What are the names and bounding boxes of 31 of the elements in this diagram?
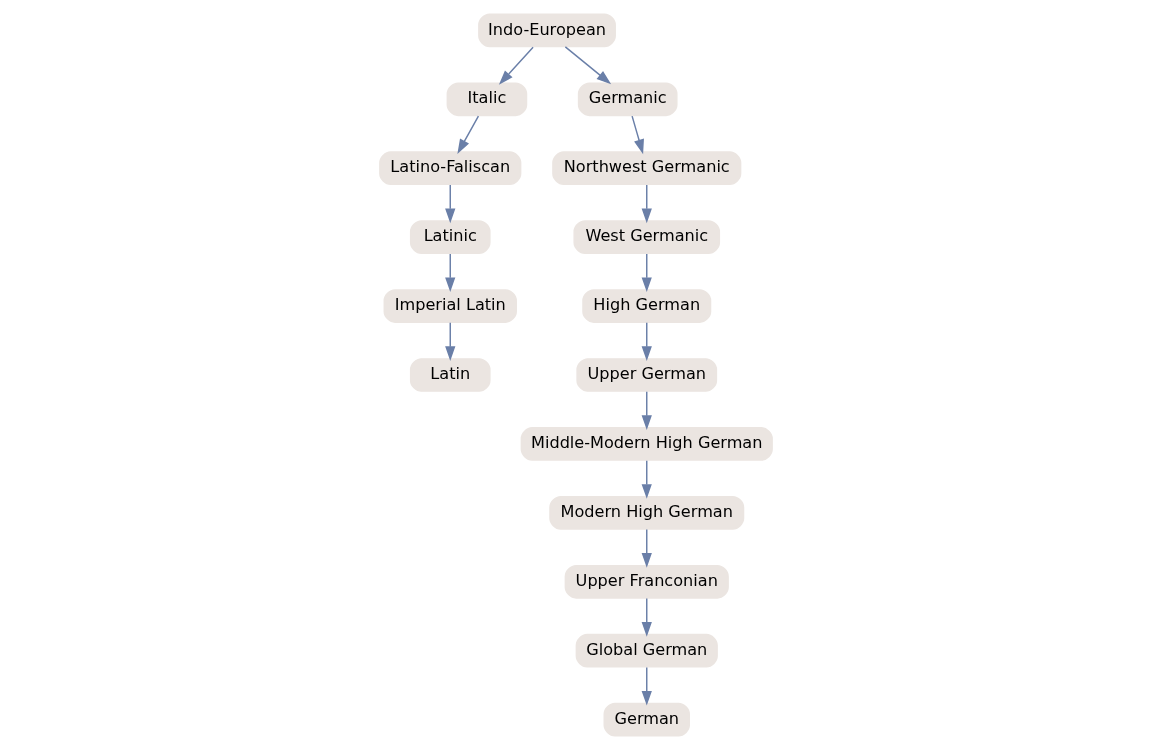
node-box: Upper German bbox=[576, 358, 718, 392]
node-box: Latin bbox=[409, 358, 491, 392]
node-box: Modern High German bbox=[549, 495, 745, 530]
node-box: German bbox=[603, 702, 690, 737]
node-box: High German bbox=[582, 289, 712, 323]
arrow bbox=[445, 322, 456, 361]
arrow bbox=[641, 322, 652, 361]
arrow bbox=[498, 46, 534, 85]
arrow bbox=[641, 459, 652, 499]
node-box: West Germanic bbox=[573, 220, 721, 255]
node-box: Upper Franconian bbox=[564, 564, 729, 599]
arrow bbox=[564, 46, 612, 85]
arrow bbox=[641, 666, 652, 706]
arrow bbox=[631, 115, 644, 155]
node-box: Germanic bbox=[577, 82, 678, 117]
node-box: Global German bbox=[575, 633, 718, 668]
node-box: Indo-European bbox=[478, 13, 616, 48]
node-box: Latino-Faliscan bbox=[379, 151, 522, 186]
node-box: Middle-Modern High German bbox=[520, 427, 773, 461]
arrow bbox=[445, 184, 456, 224]
arrow bbox=[457, 115, 480, 154]
arrow bbox=[641, 597, 652, 637]
arrow bbox=[641, 253, 652, 293]
arrow bbox=[641, 528, 652, 568]
arrow bbox=[445, 253, 456, 293]
node-box: Latinic bbox=[409, 220, 491, 255]
node-box: Northwest Germanic bbox=[552, 151, 742, 186]
node-box: Italic bbox=[446, 82, 528, 117]
arrow bbox=[641, 184, 652, 224]
arrow bbox=[641, 391, 652, 430]
node-box: Imperial Latin bbox=[383, 289, 517, 323]
